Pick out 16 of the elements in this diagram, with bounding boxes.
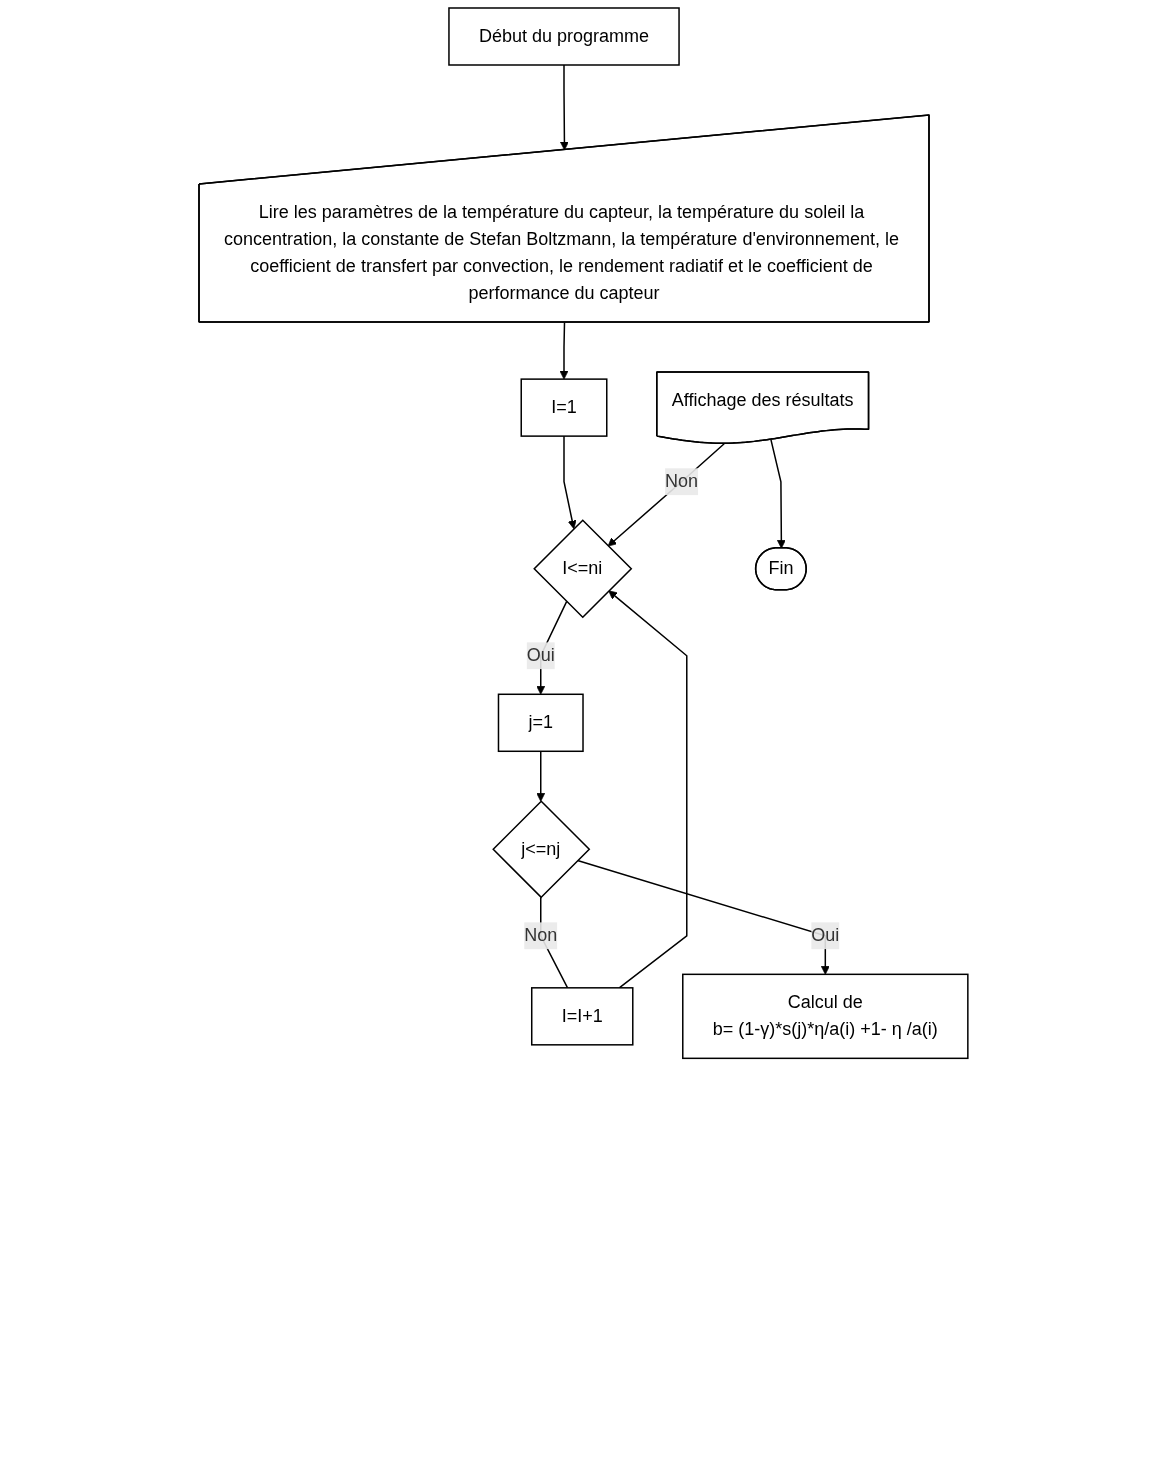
node-box: I=I+1: [531, 987, 634, 1046]
arrow: [536, 750, 546, 802]
node-box: I=1: [520, 378, 608, 437]
arrow: [563, 435, 577, 530]
arrow: [608, 590, 688, 989]
node-diamond: I<=ni: [533, 519, 633, 619]
node-diamond: j<=nj: [492, 800, 591, 899]
edge-label: Oui: [526, 645, 555, 666]
node-box: Calcul de b= (1-γ)*s(j)*η/a(i) +1- η /a(i): [682, 973, 969, 1060]
edge-label: Oui: [811, 925, 840, 946]
node-box: Début du programme: [448, 7, 680, 66]
edge-label: Non: [524, 925, 558, 946]
arrow: [607, 443, 725, 547]
edge-label: Non: [665, 471, 699, 492]
node-box: j=1: [497, 693, 584, 753]
arrow: [770, 438, 786, 549]
